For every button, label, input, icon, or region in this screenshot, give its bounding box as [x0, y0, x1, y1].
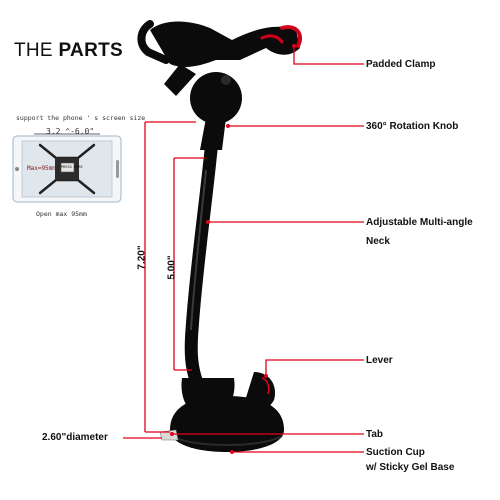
knob-collar — [200, 118, 226, 150]
adjustable-neck — [184, 143, 218, 387]
inset-size-range: 3.2 ^-6.0" — [46, 127, 95, 136]
padded-clamp — [150, 21, 300, 67]
label-padded-clamp: Padded Clamp — [366, 59, 436, 70]
lever-red-mark — [261, 377, 270, 395]
dim-label-diameter: 2.60"diameter — [42, 432, 108, 443]
knob-highlight — [221, 75, 231, 85]
inset-open-max: Open max 95mm — [36, 210, 87, 218]
label-rotation-knob: 360° Rotation Knob — [366, 121, 459, 132]
dot-rotation-knob — [226, 124, 230, 128]
page-title: THE PARTS — [14, 40, 123, 61]
dimension-lines — [123, 46, 364, 453]
clamp-arm-left — [137, 20, 170, 64]
label-neck-line2: Neck — [366, 236, 390, 247]
inset-max-width: Max=95mm — [27, 165, 56, 172]
leader-dots — [170, 44, 296, 454]
suction-cup-rim — [171, 435, 283, 446]
leader-lever — [265, 359, 364, 376]
clamp-pad-right — [280, 25, 302, 48]
neck-highlight — [190, 169, 207, 331]
clamp-lower-arm — [164, 64, 196, 96]
phone-button-icon — [116, 160, 119, 178]
inset-badge-text: PRESS HERE — [61, 165, 83, 169]
inset-press-badge — [60, 162, 75, 173]
label-neck: Adjustable Multi-angle — [366, 217, 473, 228]
dot-neck — [206, 220, 210, 224]
suction-cup — [170, 396, 284, 452]
phone-camera-icon — [15, 167, 19, 171]
label-suction-cup-line2: w/ Sticky Gel Base — [366, 462, 455, 473]
phone-holder — [137, 20, 302, 452]
label-lever: Lever — [366, 355, 393, 366]
dim-label-neck-height: 5.00" — [166, 255, 178, 280]
rotation-knob — [190, 72, 242, 124]
inset-note: support the phone ' s screen size — [16, 114, 146, 122]
dot-padded-clamp — [292, 44, 296, 48]
dot-tab — [170, 432, 174, 436]
phone-inset — [12, 133, 122, 203]
leader-padded-clamp — [293, 46, 364, 65]
label-suction-cup: Suction Cup — [366, 447, 425, 458]
clamp-pad-inner — [260, 34, 284, 44]
dim-label-total-height: 7.20" — [136, 245, 148, 270]
label-tab: Tab — [366, 429, 384, 440]
dot-lever — [264, 374, 268, 378]
dot-suction-cup — [230, 450, 234, 454]
